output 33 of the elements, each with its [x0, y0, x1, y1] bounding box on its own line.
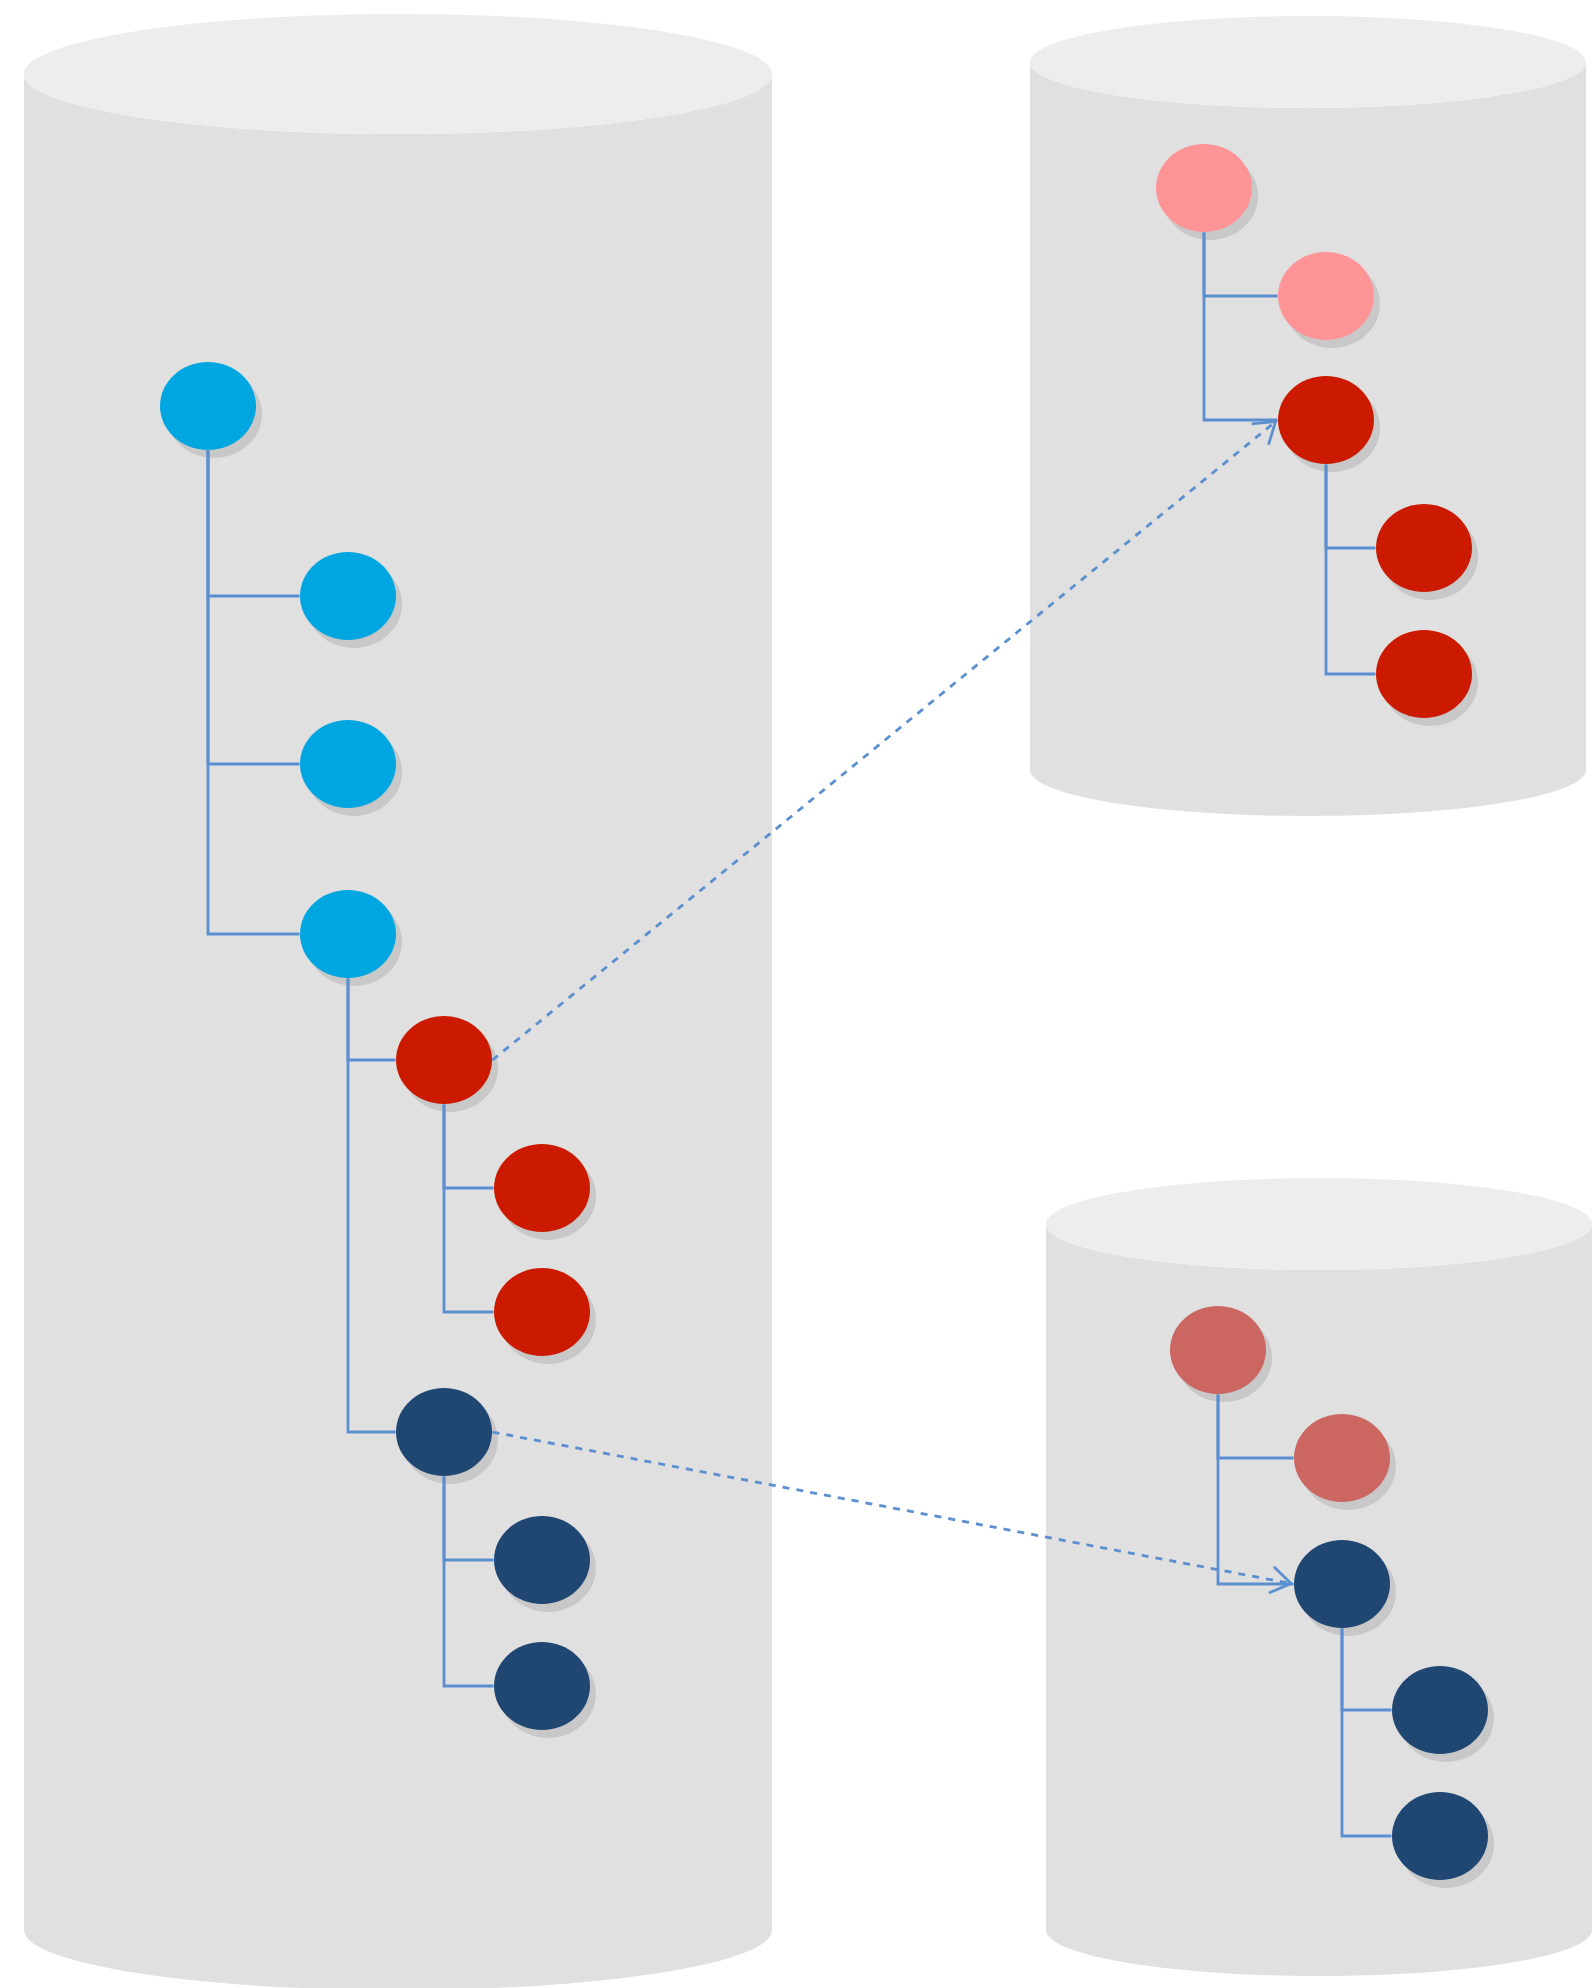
circle-node: [1376, 630, 1478, 726]
tree-line: [346, 978, 396, 1434]
circle-node: [1170, 1306, 1272, 1402]
circle-node: [1294, 1414, 1396, 1510]
circle-node: [1376, 504, 1478, 600]
circle-node: [494, 1268, 596, 1364]
tree-line: [1202, 232, 1278, 422]
circle-node: [300, 720, 402, 816]
circle-node: [1392, 1792, 1494, 1888]
tree-line: [1324, 464, 1376, 676]
circle-node: [1294, 1540, 1396, 1636]
tree-line: [206, 450, 300, 936]
circle-node: [160, 362, 262, 458]
circle-node: [396, 1388, 498, 1484]
cylinder: [1046, 1178, 1592, 1977]
cylinder: [1030, 16, 1586, 817]
arrow: [491, 420, 1278, 1062]
circle-node: [494, 1516, 596, 1612]
circle-node: [1392, 1666, 1494, 1762]
circle-node: [494, 1642, 596, 1738]
tree-line: [442, 1104, 494, 1314]
circle-node: [1278, 252, 1380, 348]
arrow: [492, 1430, 1294, 1595]
circle-node: [1156, 144, 1258, 240]
tree-line: [442, 1476, 494, 1688]
cylinder: [24, 14, 772, 1988]
circle-node: [494, 1144, 596, 1240]
circle-node: [396, 1016, 498, 1112]
tree-line: [1340, 1628, 1392, 1838]
circle-node: [1278, 376, 1380, 472]
tree-line: [1216, 1394, 1294, 1586]
circle-node: [300, 890, 402, 986]
circle-node: [300, 552, 402, 648]
